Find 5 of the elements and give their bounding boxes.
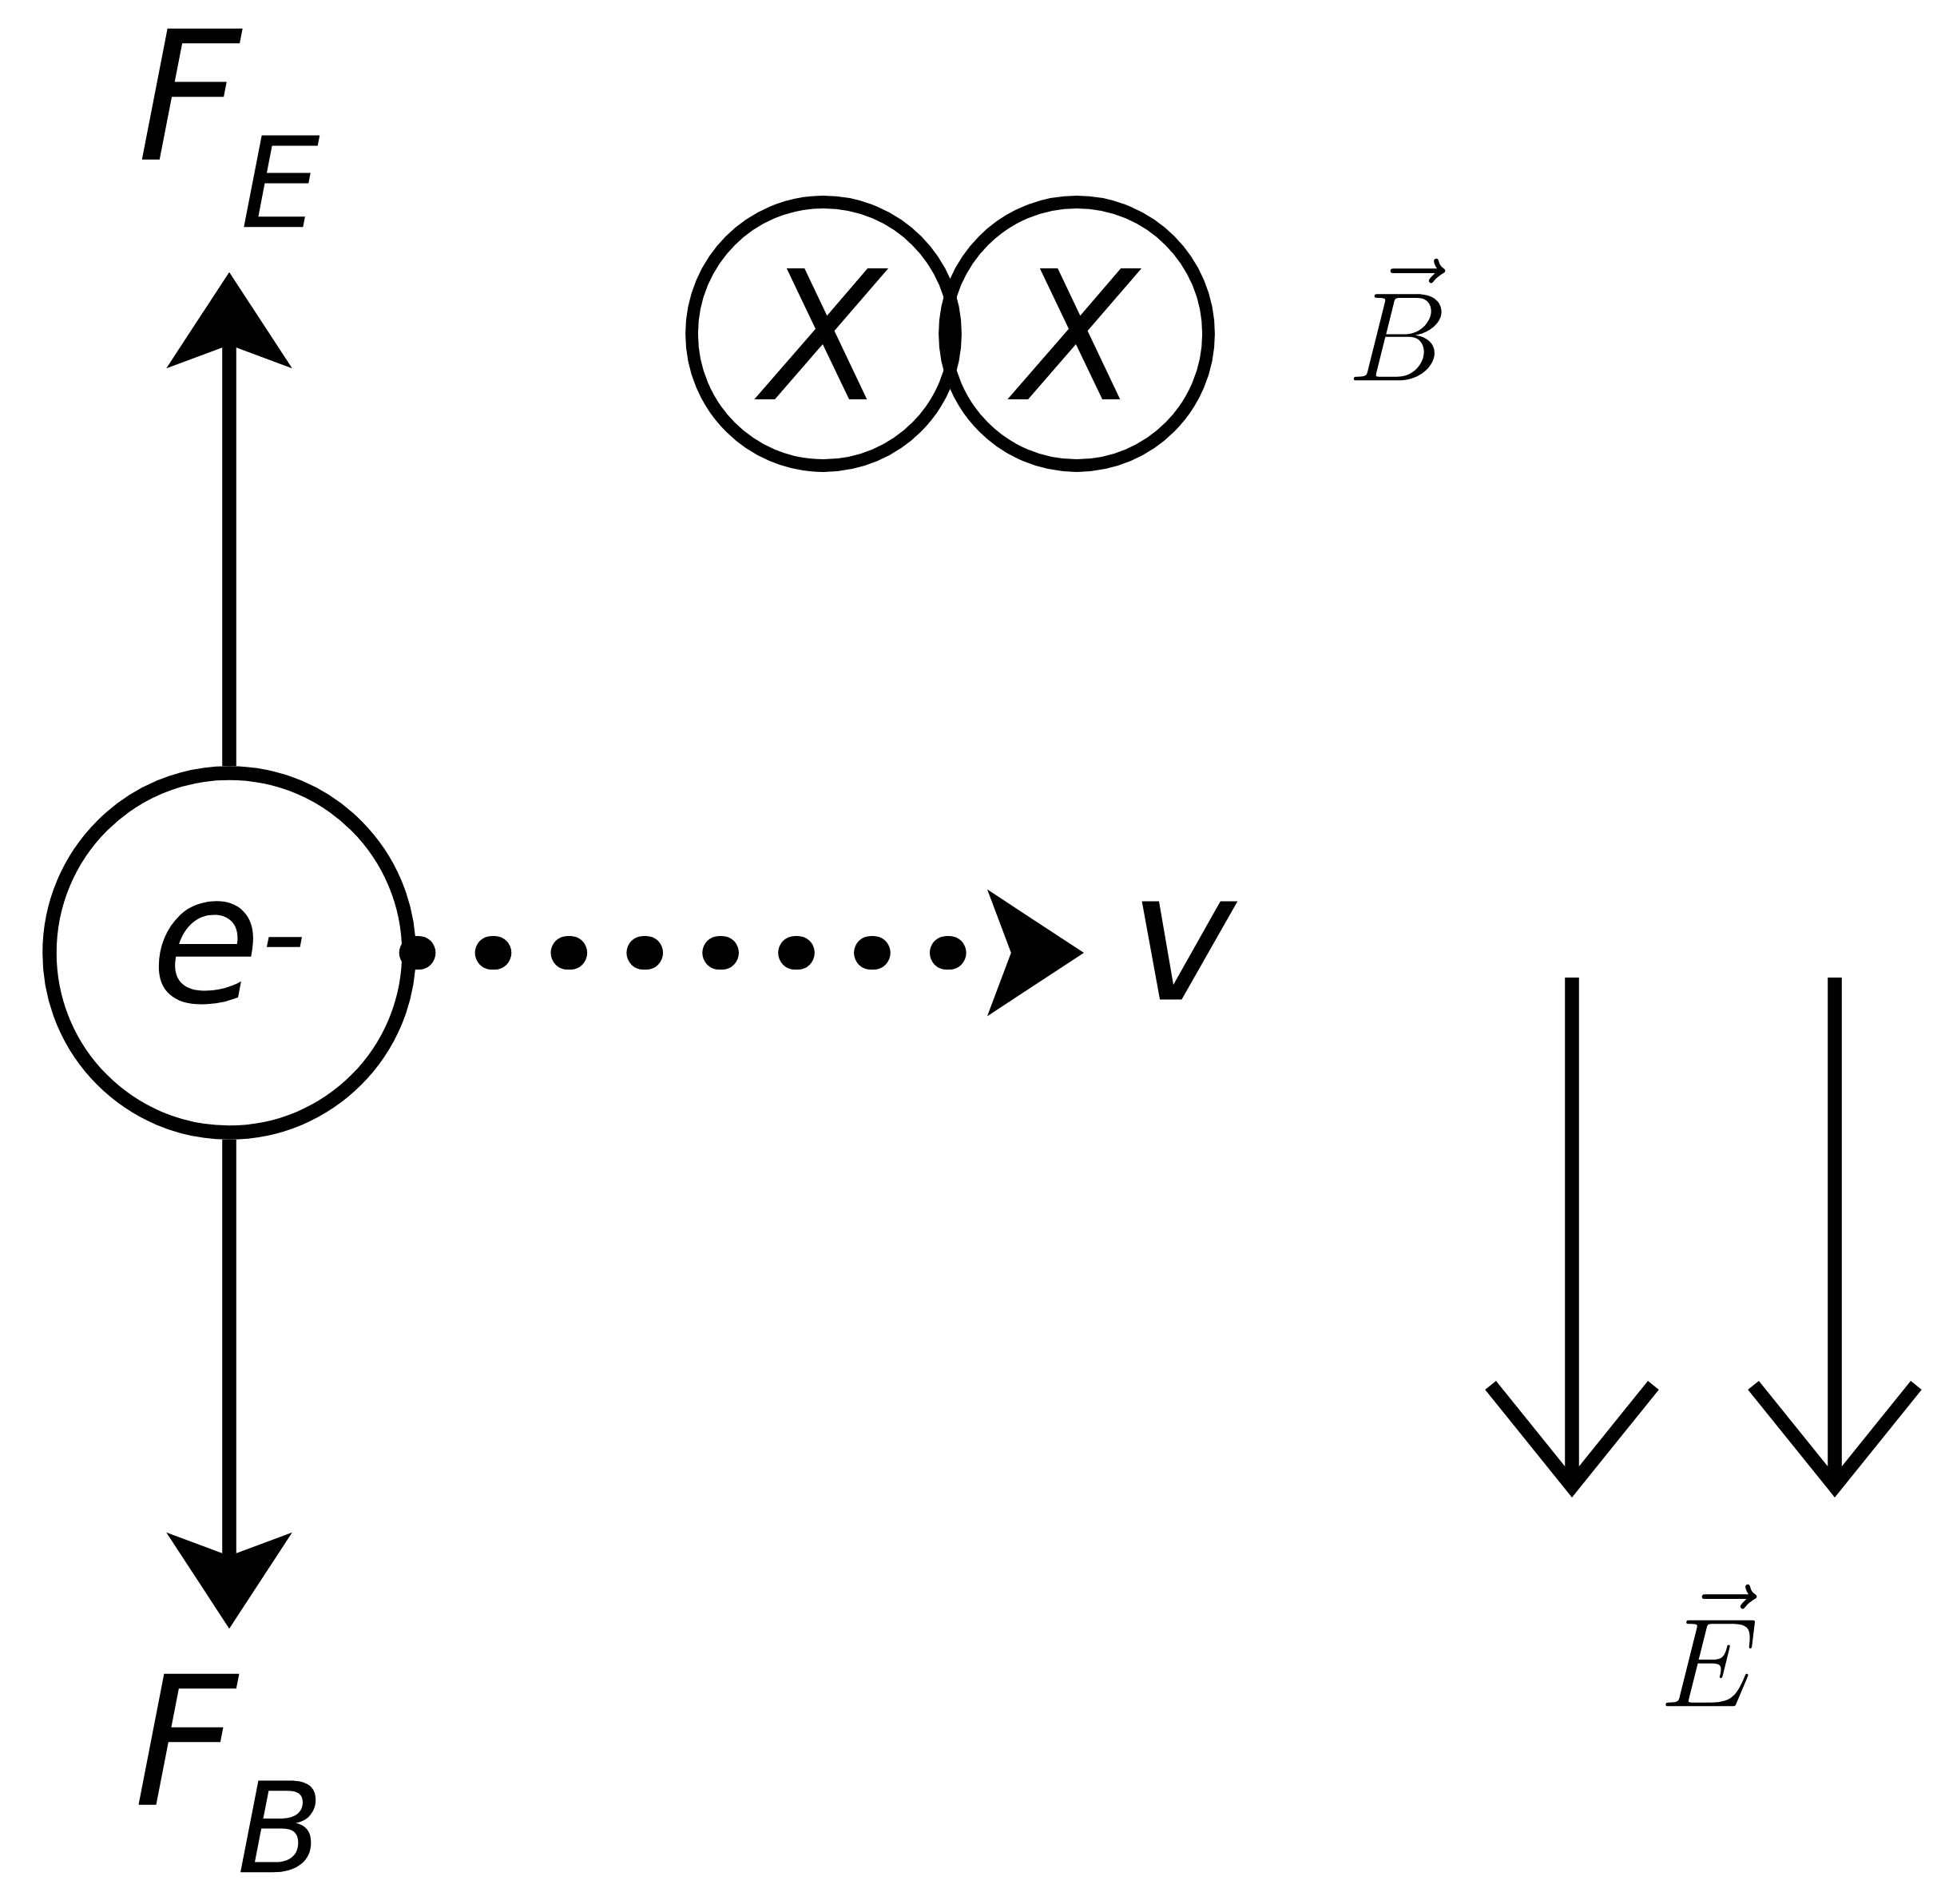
force-label: F$_{B}$ (138, 1673, 316, 1873)
velocity-label: v (1141, 901, 1238, 1000)
force-label: F$_{E}$ (141, 28, 320, 228)
vector-label: $\vec{E}$ (1665, 1584, 1757, 1707)
vector-label: $\vec{B}$ (1353, 258, 1446, 381)
